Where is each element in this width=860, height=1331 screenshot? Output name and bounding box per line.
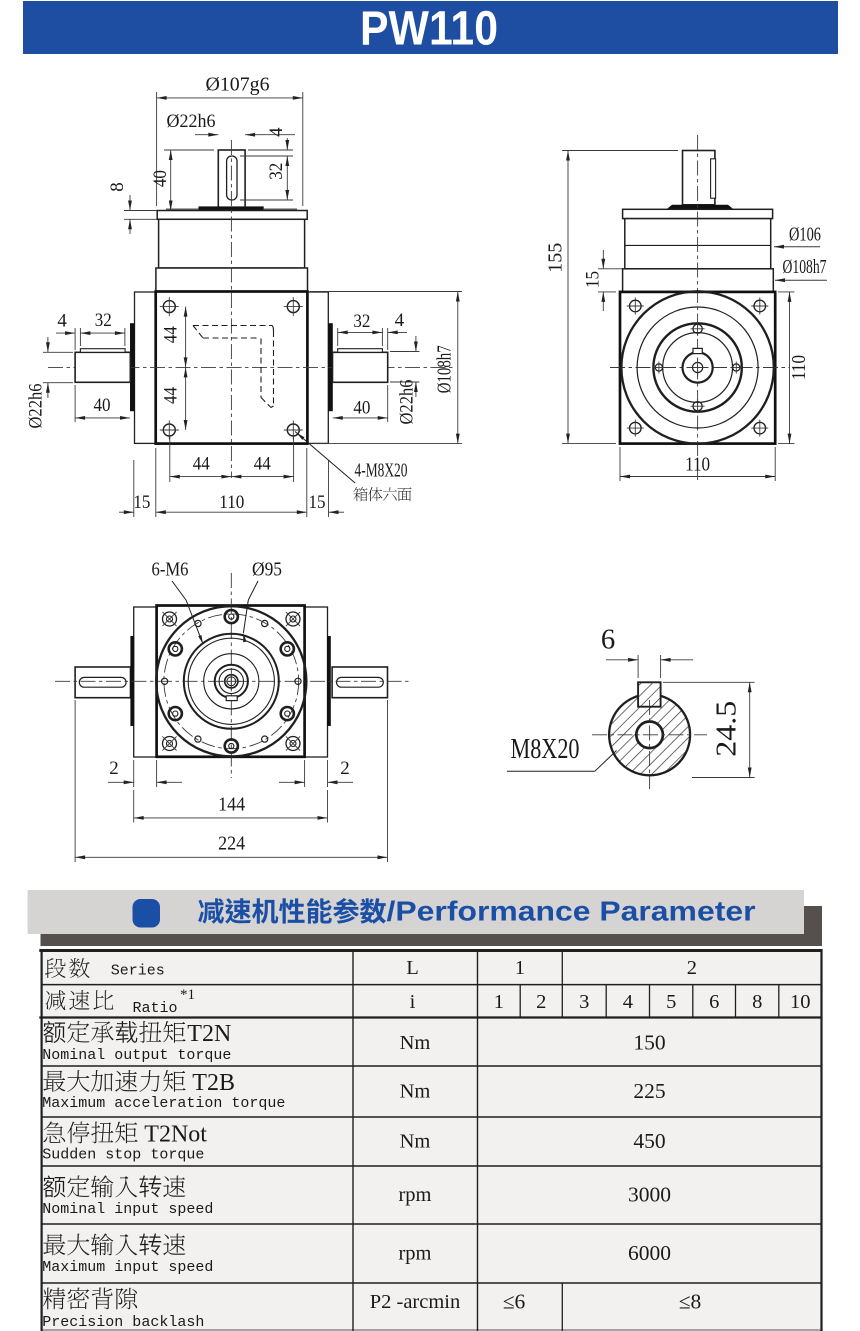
- svg-text:Ø22h6: Ø22h6: [167, 111, 216, 132]
- svg-text:2: 2: [687, 957, 697, 979]
- svg-text:Ø22h6: Ø22h6: [25, 384, 46, 429]
- svg-text:Ø22h6: Ø22h6: [396, 380, 417, 425]
- svg-text:8: 8: [107, 182, 128, 191]
- svg-text:Maximum acceleration torque: Maximum acceleration torque: [42, 1095, 285, 1112]
- svg-text:44: 44: [193, 453, 210, 474]
- svg-text:*1: *1: [180, 987, 195, 1003]
- svg-text:1: 1: [494, 991, 504, 1013]
- svg-text:i: i: [410, 991, 416, 1013]
- svg-text:Ø108h7: Ø108h7: [783, 257, 827, 278]
- svg-text:6: 6: [709, 991, 719, 1013]
- svg-text:P2 -arcmin: P2 -arcmin: [370, 1291, 461, 1313]
- svg-text:L: L: [406, 957, 419, 979]
- svg-text:Nm: Nm: [400, 1032, 431, 1054]
- svg-text:110: 110: [685, 454, 710, 475]
- svg-text:T2N: T2N: [187, 1021, 231, 1047]
- svg-text:44: 44: [161, 326, 182, 343]
- svg-text:6000: 6000: [628, 1241, 671, 1265]
- svg-text:3000: 3000: [628, 1183, 671, 1207]
- svg-text:Maximum input speed: Maximum input speed: [42, 1259, 213, 1276]
- svg-text:Ø107g6: Ø107g6: [206, 75, 270, 96]
- svg-text:4: 4: [395, 310, 405, 331]
- svg-text:≤8: ≤8: [679, 1290, 702, 1314]
- svg-text:32: 32: [353, 311, 370, 332]
- svg-text:4: 4: [266, 127, 287, 137]
- svg-text:40: 40: [94, 395, 111, 416]
- svg-text:Series: Series: [111, 963, 165, 980]
- svg-text:110: 110: [219, 492, 244, 513]
- svg-text:155: 155: [545, 242, 566, 272]
- svg-text:44: 44: [161, 387, 182, 404]
- svg-text:3: 3: [579, 991, 589, 1013]
- svg-text:24.5: 24.5: [711, 701, 743, 757]
- svg-text:2: 2: [536, 991, 546, 1013]
- svg-text:Nominal output torque: Nominal output torque: [42, 1047, 231, 1064]
- svg-text:T2Not: T2Not: [144, 1121, 207, 1147]
- svg-text:Ø106: Ø106: [789, 225, 821, 246]
- svg-text:Nominal input speed: Nominal input speed: [42, 1201, 213, 1218]
- svg-text:32: 32: [266, 163, 287, 180]
- svg-text:15: 15: [582, 271, 603, 288]
- svg-text:Ratio: Ratio: [133, 1000, 178, 1017]
- svg-text:5: 5: [666, 991, 676, 1013]
- svg-text:Sudden stop torque: Sudden stop torque: [42, 1147, 204, 1164]
- svg-text:2: 2: [109, 758, 118, 779]
- svg-text:144: 144: [218, 795, 245, 816]
- svg-text:Nm: Nm: [400, 1081, 431, 1103]
- svg-text:/Performance Parameter: /Performance Parameter: [387, 896, 756, 927]
- svg-text:40: 40: [353, 397, 370, 418]
- svg-text:Nm: Nm: [400, 1131, 431, 1153]
- svg-text:4: 4: [57, 311, 67, 332]
- svg-text:224: 224: [218, 834, 245, 855]
- svg-text:Precision backlash: Precision backlash: [42, 1314, 204, 1331]
- svg-text:Ø95: Ø95: [252, 560, 282, 581]
- svg-text:1: 1: [515, 957, 525, 979]
- svg-text:2: 2: [340, 758, 349, 779]
- svg-text:rpm: rpm: [398, 1184, 431, 1206]
- svg-text:rpm: rpm: [398, 1243, 431, 1265]
- svg-text:15: 15: [309, 492, 326, 513]
- svg-text:6: 6: [601, 624, 615, 656]
- svg-text:4-M8X20: 4-M8X20: [355, 460, 408, 481]
- svg-text:8: 8: [752, 991, 762, 1013]
- svg-text:6-M6: 6-M6: [152, 560, 189, 581]
- svg-text:M8X20: M8X20: [511, 733, 580, 765]
- svg-text:40: 40: [150, 170, 171, 187]
- svg-text:44: 44: [254, 453, 271, 474]
- svg-text:225: 225: [633, 1079, 665, 1103]
- svg-text:15: 15: [133, 492, 150, 513]
- svg-text:4: 4: [623, 991, 633, 1013]
- svg-text:32: 32: [95, 310, 112, 331]
- svg-text:T2B: T2B: [192, 1070, 235, 1096]
- svg-text:Ø108h7: Ø108h7: [433, 345, 455, 393]
- svg-text:150: 150: [633, 1031, 665, 1055]
- svg-text:110: 110: [789, 355, 810, 380]
- svg-text:≤6: ≤6: [503, 1290, 526, 1314]
- svg-text:450: 450: [633, 1129, 665, 1153]
- svg-text:PW110: PW110: [360, 3, 498, 56]
- svg-text:10: 10: [790, 991, 811, 1013]
